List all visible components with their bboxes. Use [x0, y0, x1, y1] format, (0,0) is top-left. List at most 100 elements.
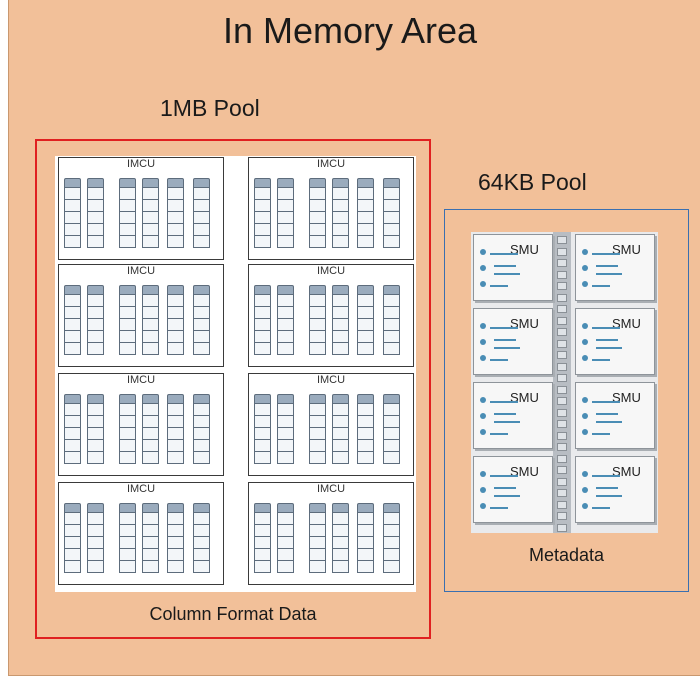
column-icon	[332, 394, 349, 472]
bullet-icon	[582, 429, 588, 435]
imcu-block: IMCU	[58, 264, 224, 367]
column-icon	[87, 503, 104, 581]
column-icon	[64, 285, 81, 363]
imcu-label: IMCU	[316, 483, 346, 495]
bullet-icon	[480, 265, 486, 271]
text-line-icon	[592, 401, 620, 403]
spine-segment	[557, 247, 567, 256]
text-line-icon	[490, 507, 508, 509]
pool-1mb-box	[35, 139, 431, 639]
column-icon	[142, 178, 159, 256]
smu-block: SMU	[575, 456, 655, 523]
column-icon	[119, 285, 136, 363]
spine-segment	[557, 408, 567, 417]
column-icon	[254, 285, 271, 363]
bullet-icon	[480, 413, 486, 419]
text-line-icon	[596, 413, 618, 415]
text-line-icon	[596, 421, 622, 423]
text-line-icon	[596, 495, 622, 497]
imcu-block: IMCU	[58, 373, 224, 476]
imcu-block: IMCU	[58, 482, 224, 585]
bullet-icon	[582, 249, 588, 255]
column-icon	[357, 285, 374, 363]
column-icon	[383, 285, 400, 363]
bullet-icon	[480, 429, 486, 435]
imcu-block: IMCU	[248, 482, 414, 585]
column-icon	[193, 178, 210, 256]
bullet-icon	[480, 503, 486, 509]
bullet-icon	[582, 397, 588, 403]
spine-segment	[557, 236, 567, 244]
column-icon	[167, 503, 184, 581]
column-icon	[357, 178, 374, 256]
bullet-icon	[582, 503, 588, 509]
spine-segment	[557, 362, 567, 371]
text-line-icon	[592, 507, 610, 509]
text-line-icon	[592, 253, 620, 255]
spine-segment	[557, 397, 567, 405]
text-line-icon	[592, 475, 620, 477]
column-icon	[193, 394, 210, 472]
spine-segment	[557, 351, 567, 359]
spine-segment	[557, 259, 567, 267]
imcu-label: IMCU	[316, 158, 346, 170]
text-line-icon	[494, 265, 516, 267]
text-line-icon	[490, 401, 518, 403]
spine-segment	[557, 454, 567, 463]
spine-segment	[557, 339, 567, 348]
column-icon	[383, 178, 400, 256]
column-icon	[357, 394, 374, 472]
pool-1mb-label: 1MB Pool	[160, 95, 260, 121]
text-line-icon	[494, 495, 520, 497]
column-icon	[277, 503, 294, 581]
text-line-icon	[596, 273, 622, 275]
column-icon	[142, 503, 159, 581]
bullet-icon	[480, 471, 486, 477]
spine-segment	[557, 477, 567, 486]
column-icon	[383, 503, 400, 581]
column-icon	[254, 503, 271, 581]
text-line-icon	[494, 273, 520, 275]
imcu-block: IMCU	[248, 373, 414, 476]
bullet-icon	[480, 281, 486, 287]
column-icon	[167, 394, 184, 472]
imcu-label: IMCU	[126, 158, 156, 170]
imcu-label: IMCU	[316, 265, 346, 277]
bullet-icon	[582, 339, 588, 345]
text-line-icon	[490, 433, 508, 435]
text-line-icon	[490, 327, 518, 329]
text-line-icon	[490, 359, 508, 361]
smu-block: SMU	[473, 382, 553, 449]
text-line-icon	[596, 339, 618, 341]
imcu-block: IMCU	[248, 157, 414, 260]
text-line-icon	[592, 285, 610, 287]
text-line-icon	[592, 359, 610, 361]
column-icon	[87, 178, 104, 256]
smu-block: SMU	[575, 308, 655, 375]
pool-64kb-footer: Metadata	[528, 545, 605, 565]
column-icon	[142, 394, 159, 472]
column-icon	[309, 285, 326, 363]
text-line-icon	[490, 253, 518, 255]
bullet-icon	[582, 281, 588, 287]
text-line-icon	[494, 339, 516, 341]
text-line-icon	[494, 413, 516, 415]
bullet-icon	[582, 487, 588, 493]
spine-segment	[557, 270, 567, 279]
text-line-icon	[592, 433, 610, 435]
smu-block: SMU	[575, 382, 655, 449]
column-icon	[309, 503, 326, 581]
column-icon	[64, 394, 81, 472]
spine-segment	[557, 328, 567, 336]
text-line-icon	[490, 285, 508, 287]
column-icon	[142, 285, 159, 363]
bullet-icon	[582, 265, 588, 271]
spine-segment	[557, 523, 567, 532]
smu-block: SMU	[473, 456, 553, 523]
imcu-label: IMCU	[126, 374, 156, 386]
imcu-block: IMCU	[58, 157, 224, 260]
column-icon	[254, 394, 271, 472]
column-icon	[332, 285, 349, 363]
bullet-icon	[480, 323, 486, 329]
